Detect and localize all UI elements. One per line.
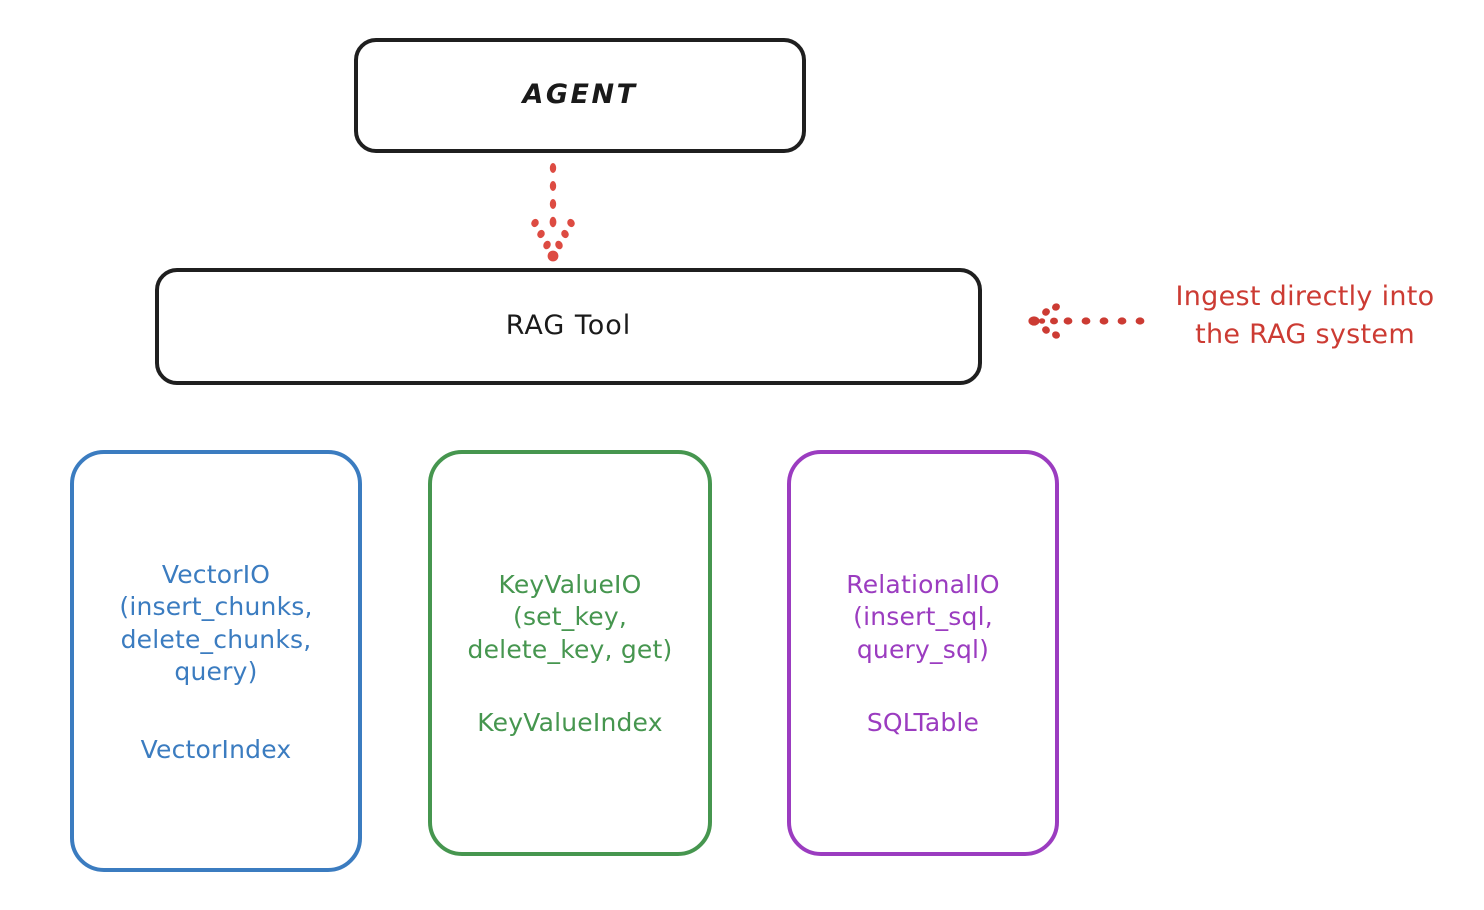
provider-card-vector-io[interactable]: VectorIO (insert_chunks, delete_chunks, … (70, 450, 362, 872)
provider-keyvalue-api-label: KeyValueIO (set_key, delete_key, get) (467, 569, 673, 664)
provider-relational-api-label: RelationalIO (insert_sql, query_sql) (846, 569, 1000, 664)
dotted-arrow-shaft (1063, 317, 1145, 325)
dotted-arrowhead (1028, 303, 1060, 339)
connector-agent-to-rag-tool (531, 163, 575, 262)
dotted-arrow-shaft (549, 163, 557, 228)
provider-relational-index-label: SQLTable (866, 708, 980, 738)
node-rag-tool-label: RAG Tool (505, 310, 632, 342)
node-agent[interactable]: AGENT (354, 38, 806, 153)
node-agent-label: AGENT (522, 79, 638, 111)
provider-vector-api-label: VectorIO (insert_chunks, delete_chunks, … (119, 559, 313, 687)
annotation-ingest-directly: Ingest directly into the RAG system (1175, 281, 1435, 351)
node-rag-tool[interactable]: RAG Tool (155, 268, 982, 385)
provider-card-key-value-io[interactable]: KeyValueIO (set_key, delete_key, get) Ke… (428, 450, 712, 856)
provider-vector-index-label: VectorIndex (140, 734, 292, 764)
dotted-arrowhead (531, 218, 575, 262)
provider-keyvalue-index-label: KeyValueIndex (477, 708, 663, 738)
connector-ingest-to-rag-tool (1028, 303, 1145, 339)
provider-card-relational-io[interactable]: RelationalIO (insert_sql, query_sql) SQL… (787, 450, 1059, 856)
